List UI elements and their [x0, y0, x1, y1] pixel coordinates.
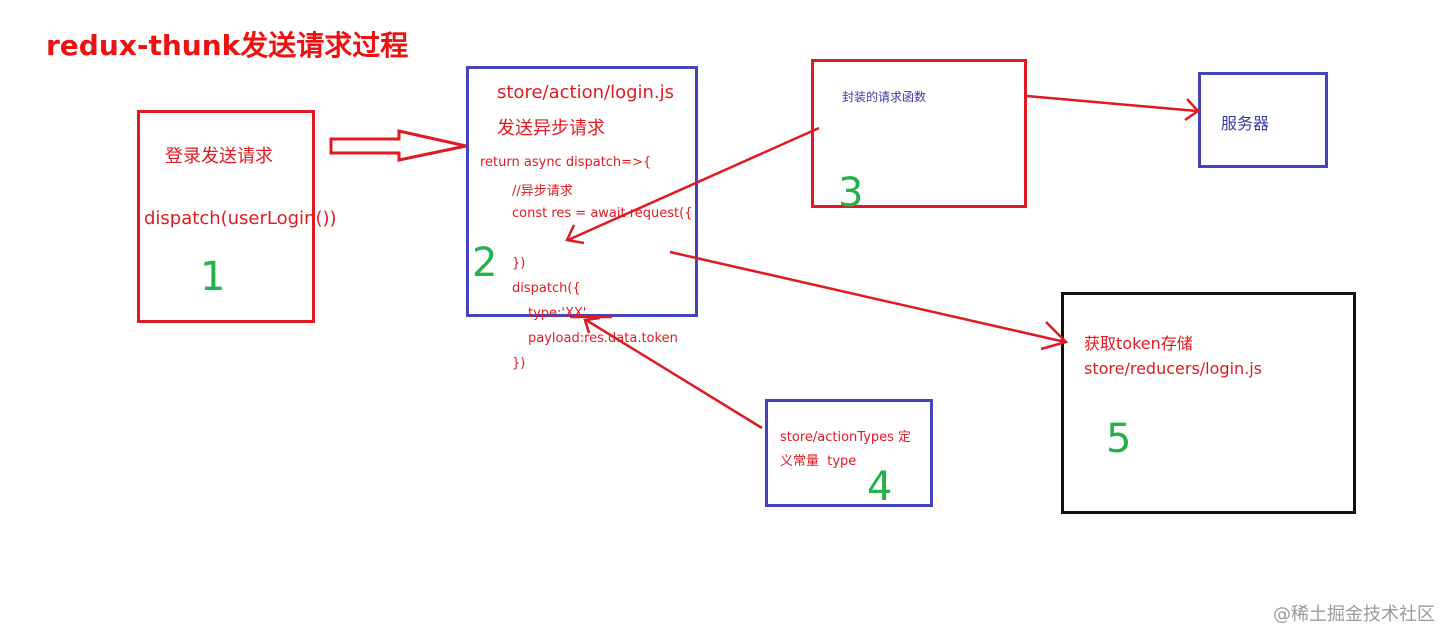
- box1-label: 登录发送请求: [165, 146, 273, 167]
- box2-path: store/action/login.js: [497, 82, 675, 103]
- box-action-types: [765, 399, 933, 507]
- code-line: //异步请求: [512, 184, 573, 199]
- arrow-box4-to-type: [583, 316, 763, 430]
- arrow-box3-to-code: [565, 126, 820, 245]
- box3-label: 封装的请求函数: [842, 90, 927, 104]
- box5-line2: store/reducers/login.js: [1084, 359, 1263, 378]
- diagram-title: redux-thunk发送请求过程: [46, 29, 409, 62]
- code-line: return async dispatch=>{: [480, 155, 652, 170]
- box4-line2: 义常量 type: [780, 454, 857, 469]
- arrow-box3-to-server: [1026, 94, 1200, 122]
- box1-code: dispatch(userLogin()): [144, 208, 337, 229]
- code-line: }): [512, 256, 526, 271]
- box2-desc: 发送异步请求: [497, 118, 605, 139]
- code-line: const res = await request({: [512, 206, 693, 221]
- code-line: dispatch({: [512, 281, 581, 296]
- box-request-function: [811, 59, 1027, 208]
- box-login-request: [137, 110, 315, 323]
- step-number-5: 5: [1106, 416, 1132, 462]
- watermark: @稀土掘金技术社区: [1273, 604, 1435, 625]
- step-number-3: 3: [838, 170, 864, 216]
- step-number-2: 2: [472, 240, 498, 286]
- code-line: payload:res.data.token: [528, 331, 678, 346]
- arrow-box1-to-box2: [329, 129, 467, 162]
- arrow-box2-to-box5: [669, 250, 1069, 351]
- step-number-4: 4: [867, 464, 893, 510]
- box-reducer-store: [1061, 292, 1356, 514]
- box5-line1: 获取token存储: [1084, 334, 1193, 353]
- box4-line1: store/actionTypes 定: [780, 430, 912, 445]
- box-action-login: [466, 66, 698, 317]
- step-number-1: 1: [200, 254, 226, 300]
- box-server: [1198, 72, 1328, 168]
- server-label: 服务器: [1221, 114, 1270, 133]
- code-line: }): [512, 356, 526, 371]
